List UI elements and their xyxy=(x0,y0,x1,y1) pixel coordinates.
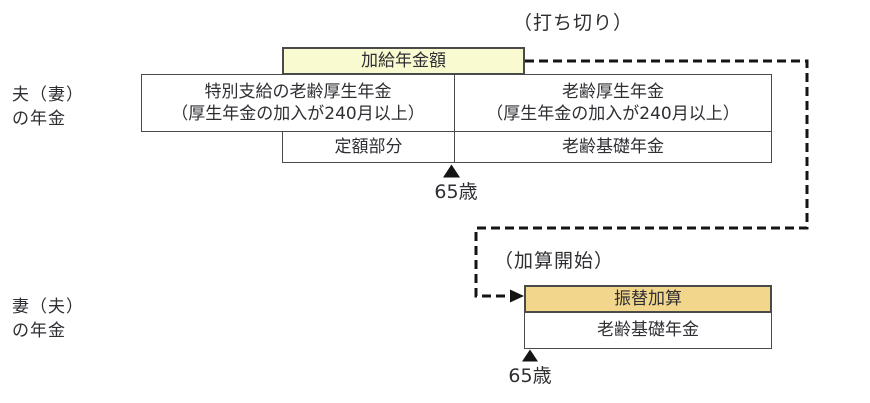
tokubetsu-shikyu-line1: 特別支給の老齢厚生年金 xyxy=(204,81,392,102)
rourei-kousei-line2: （厚生年金の加入が240月以上） xyxy=(486,104,740,124)
husband-pension-label-line1: 夫（妻） xyxy=(12,85,84,105)
triangle-up-icon xyxy=(443,164,460,178)
furikae-kasan-box: 振替加算 xyxy=(524,285,772,313)
rourei-kousei-box: 老齢厚生年金 （厚生年金の加入が240月以上） xyxy=(454,74,772,132)
triangle-up-icon xyxy=(522,349,538,362)
teigaku-bubun-box: 定額部分 xyxy=(282,131,455,163)
rourei-kousei-line1: 老齢厚生年金 xyxy=(562,81,664,102)
addition-start-annotation: （加算開始） xyxy=(494,250,615,272)
arrow-right-icon xyxy=(510,289,524,303)
kakyu-nenkin-label: 加給年金額 xyxy=(361,50,446,71)
kakyu-nenkin-box: 加給年金額 xyxy=(282,47,525,75)
furikae-kasan-label: 振替加算 xyxy=(614,288,682,309)
rourei-kiso-bottom-label: 老齢基礎年金 xyxy=(597,320,699,341)
rourei-kiso-top-label: 老齢基礎年金 xyxy=(562,136,664,157)
cutoff-annotation: （打ち切り） xyxy=(513,12,634,34)
rourei-kiso-bottom-box: 老齢基礎年金 xyxy=(524,312,772,349)
wife-pension-label-line2: の年金 xyxy=(12,321,66,341)
teigaku-bubun-label: 定額部分 xyxy=(334,136,403,157)
tokubetsu-shikyu-line2: （厚生年金の加入が240月以上） xyxy=(171,104,425,124)
tokubetsu-shikyu-box: 特別支給の老齢厚生年金 （厚生年金の加入が240月以上） xyxy=(141,74,455,132)
rourei-kiso-top-box: 老齢基礎年金 xyxy=(454,131,772,163)
age-65-top-label: 65歳 xyxy=(434,181,478,203)
wife-pension-label-line1: 妻（夫） xyxy=(12,297,84,317)
husband-pension-label-line2: の年金 xyxy=(12,109,66,129)
husband-pension-label: 夫（妻） の年金 xyxy=(12,83,84,131)
age-65-bottom-label: 65歳 xyxy=(508,365,552,387)
wife-pension-label: 妻（夫） の年金 xyxy=(12,295,84,343)
